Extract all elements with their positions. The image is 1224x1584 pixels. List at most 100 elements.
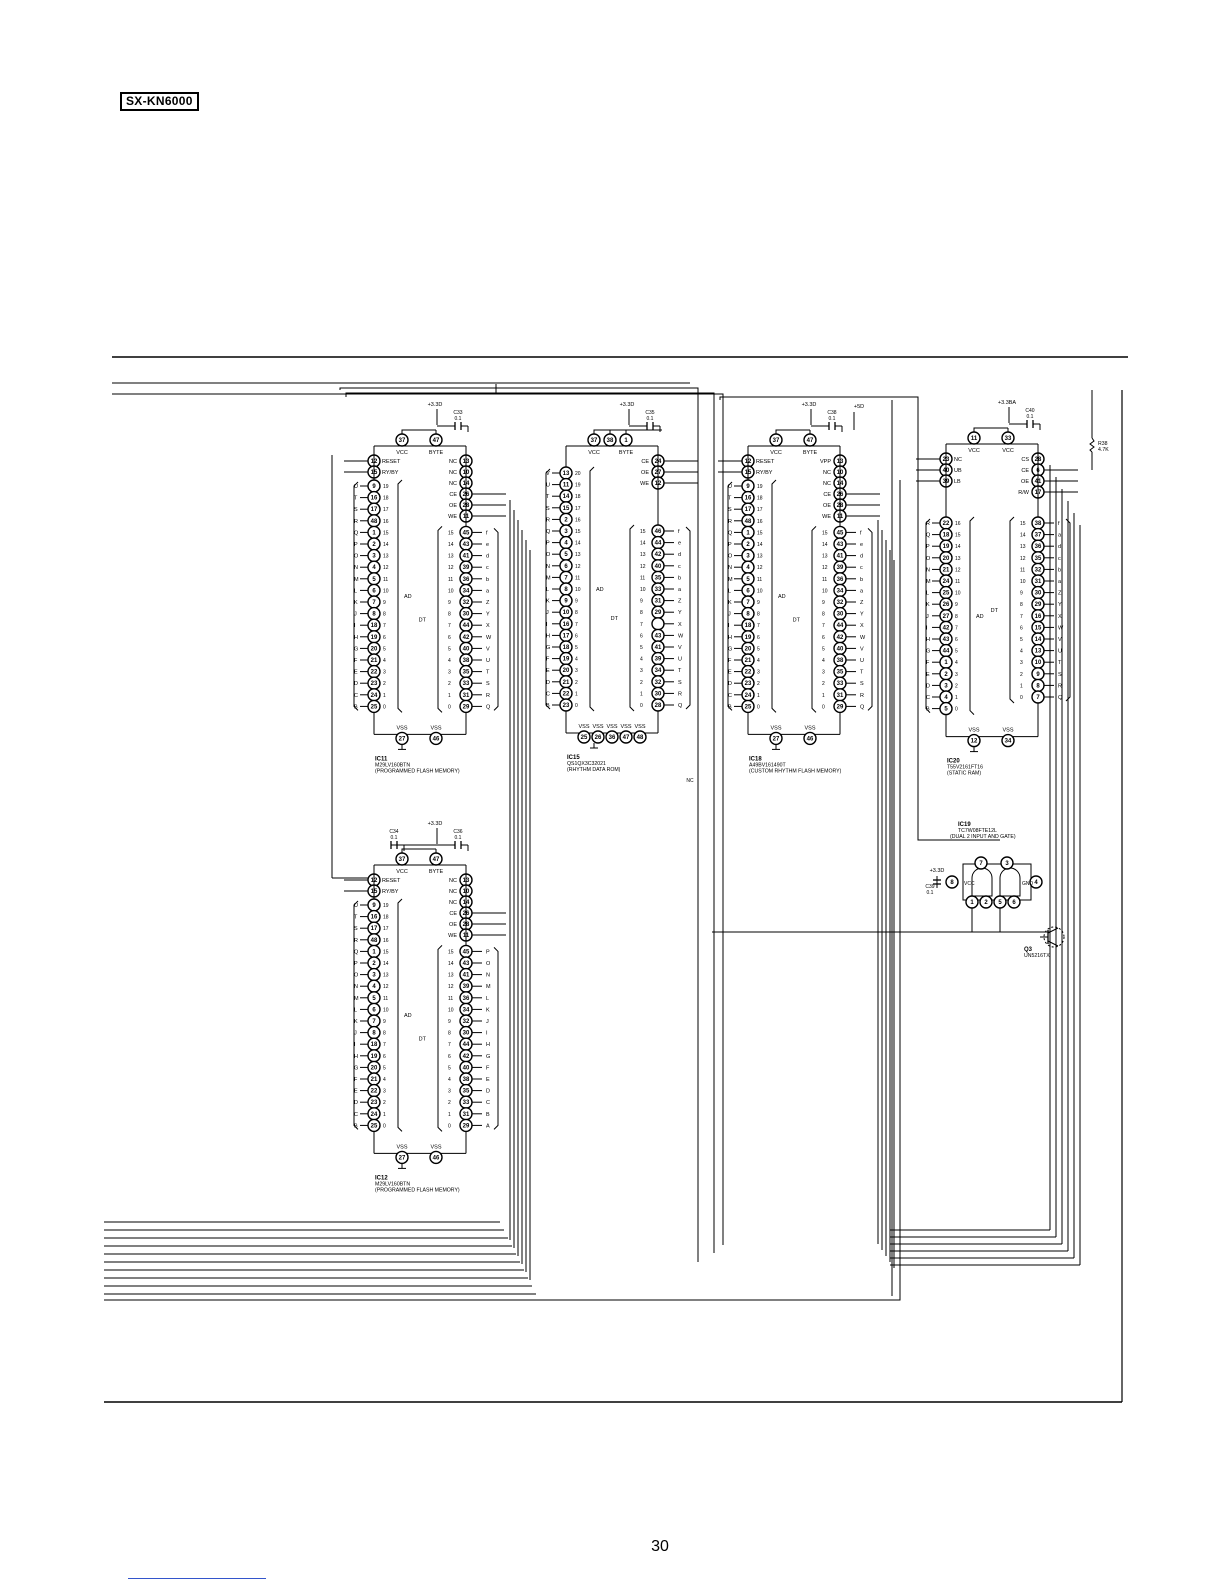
bit-label: 19 [383,484,389,490]
bit-label: 13 [640,552,646,558]
ctrl-label: NC [449,481,457,487]
bit-label: 6 [822,635,825,641]
pin-number: 19 [371,635,378,641]
net-label: F [486,1065,490,1071]
ic-ref: IC12 [375,1175,388,1181]
net-label: V [1058,637,1062,643]
pin-number: 43 [943,637,950,643]
net-label: D [728,681,732,687]
net-label: b [860,577,863,583]
bit-label: 6 [448,635,451,641]
pin-number: 16 [745,496,752,502]
pin-number: 16 [1035,614,1042,620]
pin-number: 18 [563,645,570,651]
pin-number: 45 [837,530,844,536]
bit-label: 12 [1020,556,1026,562]
net-label: C [926,695,930,701]
pin-number: 46 [433,1155,440,1161]
pin-number: 2 [372,542,376,548]
pin-circle [591,730,605,744]
bit-label: 4 [640,657,643,663]
net-label: P [546,541,550,547]
pin-number: 32 [1035,567,1042,573]
net-label: D [486,1089,490,1095]
ctrl-label: NC [449,459,457,465]
pin-number: 3 [564,529,568,535]
net-label: T [678,668,682,674]
bit-label: 10 [1020,579,1026,585]
ctrl-label: NC [954,457,962,463]
bit-label: 1 [575,691,578,697]
pin-number: 48 [371,938,378,944]
pin-number: 36 [1035,544,1042,550]
ctrl-label: VPP [820,459,831,465]
bus-label: AD [404,1013,412,1019]
bit-label: 8 [822,612,825,618]
bit-label: 10 [383,1007,389,1013]
net-label: S [546,506,550,512]
net-label: N [728,565,732,571]
top-pin-label: BYTE [803,450,818,456]
bit-label: 1 [955,695,958,701]
pin-number: 40 [837,646,844,652]
pin-number: 10 [1035,660,1042,666]
pin-number: 17 [563,633,570,639]
bus-wiring [104,382,1081,1301]
ic-ref: IC19 [958,822,971,828]
bit-label: 17 [383,926,389,932]
net-label: T [354,496,358,502]
page-number: 30 [651,1538,669,1555]
net-label: G [354,646,358,652]
net-label: T [860,670,864,676]
pin-number: 43 [655,633,662,639]
pin-number: 43 [837,542,844,548]
net-label: S [1058,672,1062,678]
net-label: C [354,693,358,699]
pin-number: 38 [1035,521,1042,527]
bit-label: 7 [448,623,451,629]
pin-number: 2 [564,517,568,523]
ic-description: (CUSTOM RHYTHM FLASH MEMORY) [749,768,842,774]
net-label: Q [486,704,491,710]
pin-number: 1 [624,438,628,444]
ic-ref: IC20 [947,759,960,765]
pin-number: 5 [372,577,376,583]
side-label: NC [686,778,694,784]
pin-number: 37 [773,438,780,444]
pin-number: 47 [433,857,440,863]
ic11-block: +3.3DC330.137VCC47BYTE12RESET15RY/BY13NC… [344,402,506,774]
bit-label: 7 [383,623,386,629]
net-label: Z [860,600,864,606]
wire [493,947,499,1130]
pin-number: 9 [372,903,376,909]
pin-number: 31 [463,693,470,699]
pin-number: 1 [746,530,750,536]
bit-label: 1 [822,693,825,699]
bit-label: 11 [955,579,960,585]
wire [811,526,817,713]
bit-label: 11 [757,577,762,583]
resistor-ref: R38 [1098,441,1108,447]
pin-number: 7 [979,861,983,867]
wire [493,528,499,711]
pin-number: 5 [944,707,948,713]
bit-label: 13 [757,554,763,560]
bit-label: 5 [822,646,825,652]
pin-number: 35 [463,1089,470,1095]
net-label: G [728,646,732,652]
bit-label: 19 [757,484,763,490]
wire [397,479,403,713]
pin-number: 40 [463,1065,470,1071]
ic-part: M29LV160BTN [375,1181,410,1187]
pin-number: 9 [1036,672,1040,678]
pin-number: 24 [371,1112,378,1118]
net-label: B [546,703,550,709]
net-label: L [486,996,489,1002]
net-label: O [486,961,491,967]
bit-label: 5 [757,646,760,652]
ic20-block: +3.3BAC400.111VCC33VCC23NC40UB39LB28CS6C… [916,400,1078,777]
net-label: M [546,575,551,581]
net-label: Z [1058,591,1062,597]
net-label: B [728,704,732,710]
pin-number: 5 [372,996,376,1002]
